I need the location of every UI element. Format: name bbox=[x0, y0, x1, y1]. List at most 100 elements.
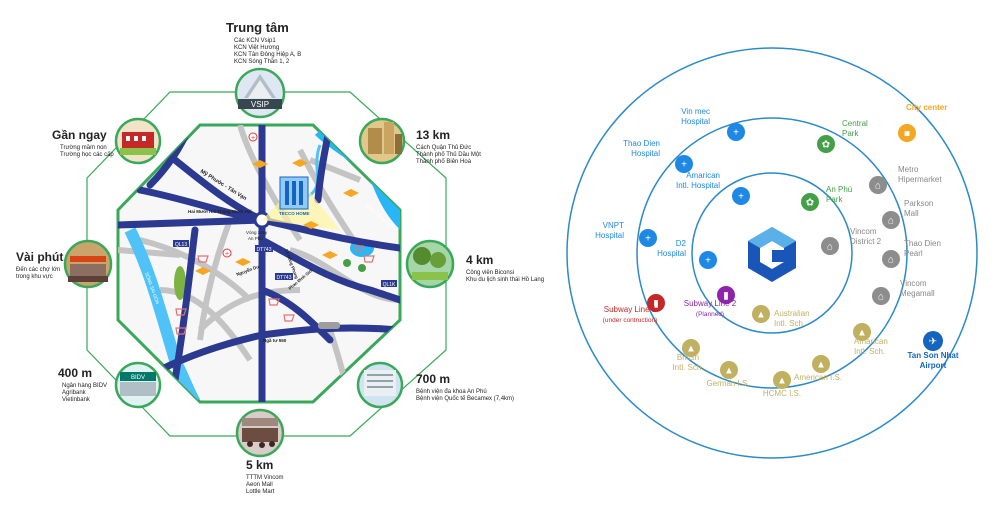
hospital-icon: + bbox=[675, 155, 693, 173]
airport-icon: ✈ bbox=[923, 331, 943, 351]
group-left: Vài phút Đến các chợ lớn trong khu vực bbox=[16, 250, 63, 281]
group-bottom-left: 400 m Ngân hàng BIDV Agribank Vietinbank bbox=[58, 366, 107, 404]
vincom-megamall-label: Vincom bbox=[900, 279, 927, 288]
school-icon: ▲ bbox=[752, 305, 770, 323]
an-phu-park-label: An Phú bbox=[826, 185, 852, 194]
svg-text:⌂: ⌂ bbox=[827, 242, 833, 253]
sai-gon-river bbox=[124, 227, 201, 402]
thao-dien-pearl-label: Pearl bbox=[904, 249, 923, 258]
subway1-icon: ▮ bbox=[647, 294, 665, 312]
central-park-label: Central bbox=[842, 119, 868, 128]
svg-text:▲: ▲ bbox=[857, 328, 867, 339]
airport-label: Tan Son Nhat bbox=[908, 351, 959, 360]
middle-ring bbox=[636, 117, 908, 389]
svg-text:⌂: ⌂ bbox=[888, 255, 894, 266]
group-line: Trường học các cấp bbox=[60, 152, 114, 158]
australian-label: Intl. Sch. bbox=[774, 319, 805, 328]
school-icon: ▲ bbox=[812, 355, 830, 373]
svg-text:▲: ▲ bbox=[816, 360, 826, 371]
school-icon: ▲ bbox=[682, 339, 700, 357]
photo-city bbox=[358, 117, 406, 165]
svg-text:+: + bbox=[251, 135, 255, 142]
svg-text:✈: ✈ bbox=[929, 337, 937, 348]
vnpt-label: VNPT bbox=[603, 221, 624, 230]
svg-text:BIDV: BIDV bbox=[131, 375, 145, 381]
svg-text:▲: ▲ bbox=[777, 376, 787, 387]
group-title: Trung tâm bbox=[226, 20, 289, 35]
hospital-icon: + bbox=[727, 123, 745, 141]
city-icon: ■ bbox=[898, 124, 916, 142]
subway2-icon: ▮ bbox=[717, 286, 735, 304]
school-icon: ▲ bbox=[853, 323, 871, 341]
group-line: Cách Quận Thủ Đức bbox=[416, 145, 472, 151]
svg-text:DT743: DT743 bbox=[276, 275, 291, 281]
park-icon bbox=[343, 259, 351, 267]
inner-ring bbox=[691, 172, 853, 334]
airport-label: Airport bbox=[920, 361, 947, 370]
park-icon bbox=[358, 264, 366, 272]
group-bottom: 5 km TTTM Vincom Aeon Mall Lottle Mart bbox=[246, 458, 284, 496]
outer-ring bbox=[566, 47, 978, 459]
route-badge-ql1k: QL1K bbox=[381, 280, 397, 288]
american-intl-hospital-label: Intl. Hospital bbox=[676, 181, 720, 190]
city-center-label: City center bbox=[906, 103, 947, 112]
parkson-label: Mall bbox=[904, 209, 919, 218]
group-line: Thành phố Biên Hoà bbox=[416, 159, 472, 165]
svg-text:✿: ✿ bbox=[822, 140, 830, 151]
parkson-label: Parkson bbox=[904, 199, 933, 208]
american-sch-label: Amarican bbox=[854, 337, 888, 346]
route-badge-dt743: DT743 bbox=[255, 245, 273, 253]
cart-icons bbox=[175, 245, 375, 335]
group-title: 4 km bbox=[466, 253, 494, 267]
central-park-label: Park bbox=[842, 129, 859, 138]
photo-market bbox=[63, 239, 113, 289]
american-intl-hospital-label: Amarican bbox=[686, 171, 720, 180]
group-line: Bệnh viện Quốc tế Becamex (7,4km) bbox=[416, 396, 515, 402]
british-label: British bbox=[677, 353, 699, 362]
park-icon: ✿ bbox=[801, 193, 819, 211]
photo-hospital bbox=[356, 361, 404, 409]
vincom-d2-label: Vincom bbox=[850, 227, 877, 236]
american-sch-label: Intl. Sch. bbox=[854, 347, 885, 356]
d2-label: Hospital bbox=[657, 249, 686, 258]
photo-school bbox=[114, 117, 162, 165]
shop-icon: ⌂ bbox=[821, 237, 839, 255]
british-label: Intl. Sch. bbox=[672, 363, 703, 372]
svg-text:+: + bbox=[681, 160, 687, 171]
hospital-icon: + bbox=[732, 187, 750, 205]
subway-2-label: (Planned) bbox=[696, 311, 724, 318]
vincom-d2-label: District 2 bbox=[850, 237, 882, 246]
hospital-icon: + bbox=[699, 251, 717, 269]
photo-bank: BIDV bbox=[114, 361, 162, 409]
group-title: Vài phút bbox=[16, 250, 64, 264]
group-line: Lottle Mart bbox=[246, 489, 275, 495]
svg-text:+: + bbox=[225, 251, 229, 258]
svg-text:DT743: DT743 bbox=[256, 247, 271, 253]
road-label-an-phu: An Phú bbox=[248, 236, 263, 241]
photo-mall bbox=[235, 408, 285, 458]
group-line: Agribank bbox=[62, 390, 86, 396]
shop-icon: ⌂ bbox=[869, 176, 887, 194]
group-title: 5 km bbox=[246, 458, 274, 472]
group-line: TTTM Vincom bbox=[246, 475, 284, 481]
vinmec-label: Vin mec bbox=[681, 107, 710, 116]
school-icon: ▲ bbox=[773, 371, 791, 389]
american-is-label: American I.S. bbox=[794, 373, 842, 382]
group-title: 700 m bbox=[416, 372, 451, 386]
shop-icon: ⌂ bbox=[882, 250, 900, 268]
vnpt-label: Hospital bbox=[595, 231, 624, 240]
svg-text:▲: ▲ bbox=[756, 310, 766, 321]
group-line: Thành phố Thủ Dầu Một bbox=[416, 152, 481, 158]
group-line: KCN Sóng Thần 1, 2 bbox=[234, 59, 290, 65]
metro-label: Metro bbox=[898, 165, 919, 174]
german-label: German I.S. bbox=[706, 379, 749, 388]
school-icon: ▲ bbox=[720, 361, 738, 379]
group-top-left: Gần ngay Trường mầm non Trường học các c… bbox=[52, 128, 114, 159]
group-line: Công viên Biconsi bbox=[466, 270, 515, 276]
route-badge-ql13: QL13 bbox=[173, 240, 189, 248]
svg-text:▮: ▮ bbox=[723, 291, 729, 302]
group-line: KCN Việt Hương bbox=[234, 45, 280, 51]
group-line: Trường mầm non bbox=[60, 145, 107, 151]
svg-text:⌂: ⌂ bbox=[878, 292, 884, 303]
